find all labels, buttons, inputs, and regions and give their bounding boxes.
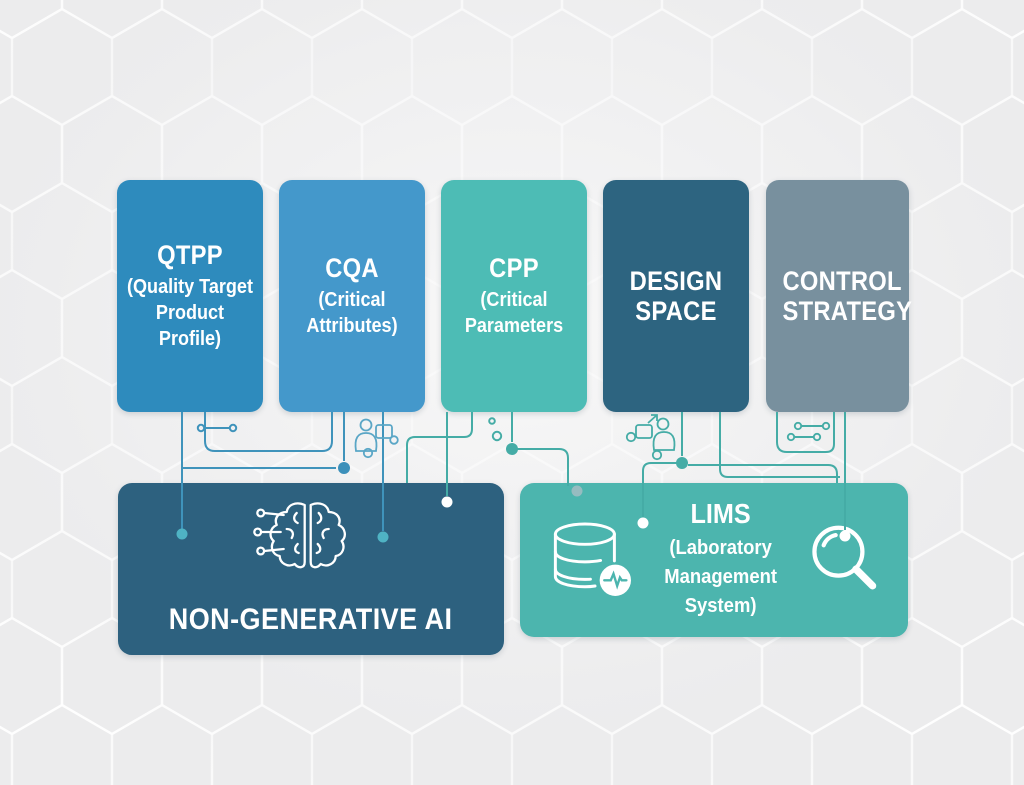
user-network-icon-teal: [625, 414, 676, 461]
user-network-icon-blue: [354, 418, 399, 459]
card-cpp: CPP (Critical Parameters: [441, 180, 587, 412]
card-title: CQA: [325, 252, 379, 283]
lims-text: LIMS (Laboratory Management System): [642, 499, 800, 620]
card-subtitle: (Critical Attributes): [306, 287, 398, 338]
lims-title: LIMS: [690, 498, 751, 530]
node-link-icon: [196, 423, 238, 433]
card-subtitle: (Quality Target Product Profile): [127, 274, 253, 351]
card-subtitle: (Critical Parameters: [464, 287, 564, 338]
lims-box: LIMS (Laboratory Management System): [520, 483, 908, 637]
non-generative-ai-box: NON-GENERATIVE AI: [118, 483, 504, 655]
lims-subtitle: (Laboratory Management System): [664, 536, 777, 618]
card-title: CONTROL STRATEGY: [782, 265, 913, 326]
brain-circuit-icon: [253, 502, 346, 569]
magnifier-icon: [812, 525, 877, 590]
card-design-space: DESIGN SPACE: [603, 180, 749, 412]
ai-box-label: NON-GENERATIVE AI: [169, 603, 453, 636]
card-title: DESIGN SPACE: [629, 265, 723, 326]
card-cqa: CQA (Critical Attributes): [279, 180, 425, 412]
card-qtpp: QTPP (Quality Target Product Profile): [117, 180, 263, 412]
card-title: QTPP: [157, 239, 223, 270]
card-control-strategy: CONTROL STRATEGY: [766, 180, 913, 412]
card-title: CPP: [489, 252, 539, 283]
slider-nodes-icon: [786, 421, 831, 442]
database-pulse-icon: [553, 522, 631, 596]
